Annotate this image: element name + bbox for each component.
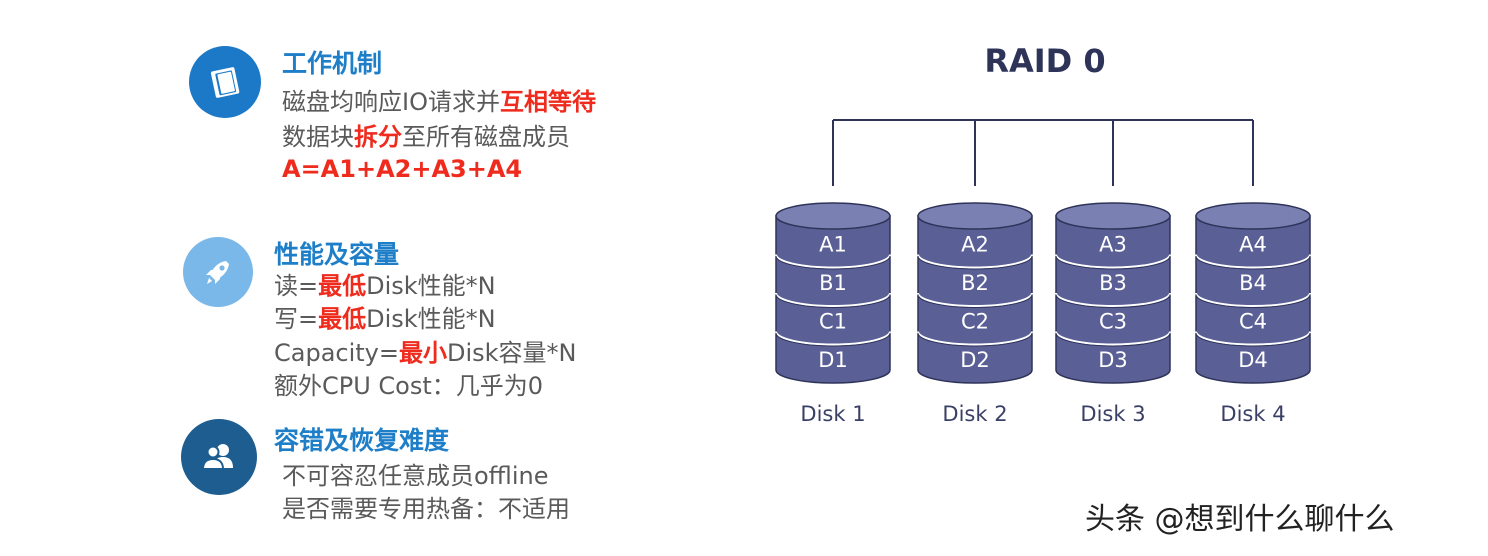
disk-body-1 <box>775 215 891 384</box>
block-label: A4 <box>1239 232 1267 256</box>
disk-label: Disk 2 <box>942 402 1007 426</box>
raid-title: RAID 0 <box>984 42 1106 80</box>
mechanism-title: 工作机制 <box>282 49 383 78</box>
disk-separator <box>1195 331 1311 346</box>
block-label: D1 <box>818 348 848 372</box>
performance-cpu: 额外CPU Cost：几乎为0 <box>274 372 544 400</box>
fault-line-1: 不可容忍任意成员offline <box>282 462 549 490</box>
block-label: B1 <box>819 271 847 295</box>
performance-write-pre: 写= <box>274 305 319 333</box>
disk-separator <box>917 292 1033 307</box>
disk-separator-shadow <box>917 294 1033 308</box>
disk-separator-shadow <box>775 294 891 308</box>
disk-separator-shadow <box>917 332 1033 347</box>
disk-separator-shadow <box>775 255 891 270</box>
block-label: C2 <box>961 309 989 333</box>
disk-separator <box>1055 254 1171 269</box>
disk-label: Disk 4 <box>1220 402 1285 426</box>
block-label: A2 <box>961 232 989 256</box>
disk-body-2 <box>917 215 1033 384</box>
block-label: C1 <box>819 309 847 333</box>
performance-read-pre: 读= <box>274 272 319 300</box>
mechanism-line-1: 磁盘均响应IO请求并互相等待 <box>282 86 596 118</box>
disk-separator-shadow <box>1195 294 1311 308</box>
users-icon <box>181 419 257 495</box>
rocket-icon <box>183 237 253 307</box>
book-icon <box>189 46 261 118</box>
disk-separator-shadow <box>1195 332 1311 347</box>
disk-separator <box>917 331 1033 346</box>
disk-separator-shadow <box>1055 255 1171 270</box>
performance-write-highlight: 最低 <box>318 305 367 333</box>
disk-separator-shadow <box>1055 294 1171 308</box>
disk-top-1 <box>775 202 891 230</box>
fault-line-2: 是否需要专用热备：不适用 <box>282 495 570 523</box>
performance-capacity-highlight: 最小 <box>399 339 447 367</box>
block-label: D4 <box>1238 348 1268 372</box>
disk-separator <box>1055 292 1171 307</box>
disk-separator <box>1195 292 1311 307</box>
disk-separator <box>775 254 891 269</box>
disk-body-4 <box>1195 215 1311 384</box>
disk-separator <box>1055 331 1171 346</box>
disk-separator-shadow <box>1055 332 1171 347</box>
performance-read-highlight: 最低 <box>318 272 367 300</box>
disk-body-3 <box>1055 215 1171 384</box>
mechanism-line-1-text: 磁盘均响应IO请求并 <box>282 88 500 116</box>
disk-separator-shadow <box>1195 255 1311 270</box>
mechanism-line-2-pre: 数据块 <box>282 123 354 151</box>
mechanism-line-2: 数据块拆分至所有磁盘成员 <box>282 121 570 153</box>
performance-capacity: Capacity=最小Disk容量*N <box>274 337 577 369</box>
performance-write: 写=最低Disk性能*N <box>274 303 496 335</box>
performance-capacity-post: Disk容量*N <box>447 339 577 367</box>
disk-separator-shadow <box>775 332 891 347</box>
disk-separator <box>775 331 891 346</box>
performance-write-post: Disk性能*N <box>366 305 496 333</box>
block-label: C4 <box>1239 309 1267 333</box>
disk-separator <box>917 254 1033 269</box>
disk-top-3 <box>1055 202 1171 230</box>
fault-title: 容错及恢复难度 <box>274 426 450 455</box>
disk-top-2 <box>917 202 1033 230</box>
mechanism-line-1-highlight: 互相等待 <box>499 88 596 116</box>
block-label: B2 <box>961 271 989 295</box>
block-label: B3 <box>1099 271 1127 295</box>
block-label: A1 <box>819 232 847 256</box>
mechanism-line-2-post: 至所有磁盘成员 <box>402 123 570 151</box>
block-label: C3 <box>1099 309 1127 333</box>
block-label: D2 <box>960 348 990 372</box>
disk-separator-shadow <box>917 255 1033 270</box>
disk-label: Disk 3 <box>1080 402 1145 426</box>
disk-separator <box>775 292 891 307</box>
disk-label: Disk 1 <box>800 402 865 426</box>
performance-capacity-pre: Capacity= <box>274 339 399 367</box>
performance-read: 读=最低Disk性能*N <box>274 270 496 302</box>
performance-title: 性能及容量 <box>274 240 400 269</box>
disk-top-4 <box>1195 202 1311 230</box>
performance-read-post: Disk性能*N <box>366 272 496 300</box>
disk-separator <box>1195 254 1311 269</box>
watermark: 头条 @想到什么聊什么 <box>1085 502 1395 537</box>
mechanism-line-2-highlight: 拆分 <box>354 123 402 151</box>
block-label: D3 <box>1098 348 1128 372</box>
block-label: B4 <box>1239 271 1267 295</box>
block-label: A3 <box>1099 232 1127 256</box>
mechanism-formula: A=A1+A2+A3+A4 <box>282 155 523 183</box>
